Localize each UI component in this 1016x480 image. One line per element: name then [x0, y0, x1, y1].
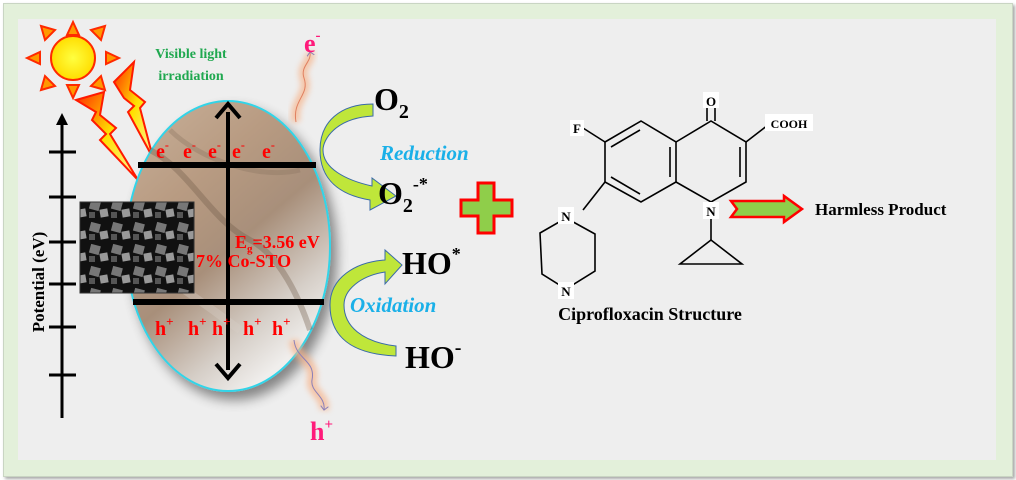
sem-image — [79, 201, 195, 294]
light-label-line2: irradiation — [158, 69, 224, 84]
free-hole-label: h+ — [310, 417, 333, 446]
material-label: 7% Co-STO — [196, 251, 291, 271]
hole-label: h+ — [243, 314, 262, 340]
harmless-product-label: Harmless Product — [815, 200, 947, 219]
hydroxide-reactant: HO- — [405, 337, 461, 375]
svg-text:N: N — [561, 284, 571, 299]
bandgap-label: Eg=3.56 eV — [235, 232, 320, 255]
hole-label: h+ — [155, 314, 174, 340]
hydroxyl-radical-product: HO* — [402, 244, 461, 281]
molecule-caption: Ciprofloxacin Structure — [558, 304, 742, 324]
hole-label: h+ — [188, 314, 207, 340]
reduction-arrow-icon — [319, 103, 397, 211]
svg-text:N: N — [561, 209, 571, 224]
reduction-label: Reduction — [379, 141, 469, 165]
hole-label: h+ — [272, 314, 291, 340]
electron-row: e-e-e-e-e- — [156, 138, 275, 163]
superoxide-product: O2-* — [378, 174, 428, 217]
potential-axis — [49, 113, 76, 418]
electron-label: e- — [183, 138, 196, 163]
electron-label: e- — [208, 138, 221, 163]
light-label-line1: Visible light — [155, 47, 227, 62]
electron-label: e- — [232, 138, 245, 163]
hole-row: h+h+h+h+h+ — [155, 314, 291, 340]
molecule-atom-labels: O COOH F N N N — [558, 92, 813, 299]
hole-escape-arrow — [293, 339, 324, 410]
svg-text:F: F — [573, 121, 581, 136]
o2-reactant: O2 — [374, 81, 409, 123]
free-electron-label: e- — [304, 28, 321, 58]
electron-escape-arrow — [294, 52, 310, 123]
svg-text:N: N — [706, 204, 716, 219]
lightning-bolt-icon — [73, 90, 139, 181]
oxidation-label: Oxidation — [350, 293, 436, 317]
svg-text:O: O — [706, 94, 716, 109]
oxidation-arrow-icon — [329, 248, 403, 357]
plus-icon — [459, 181, 514, 235]
lightning-bolt-icon — [112, 59, 154, 159]
sun-icon — [24, 19, 122, 101]
svg-text:COOH: COOH — [771, 117, 808, 131]
electron-label: e- — [156, 138, 169, 163]
axis-arrowhead-icon — [56, 113, 68, 125]
hole-label: h+ — [212, 314, 231, 340]
axis-label: Potential (eV) — [29, 232, 48, 333]
right-arrow-icon — [728, 193, 805, 225]
electron-label: e- — [262, 138, 275, 163]
